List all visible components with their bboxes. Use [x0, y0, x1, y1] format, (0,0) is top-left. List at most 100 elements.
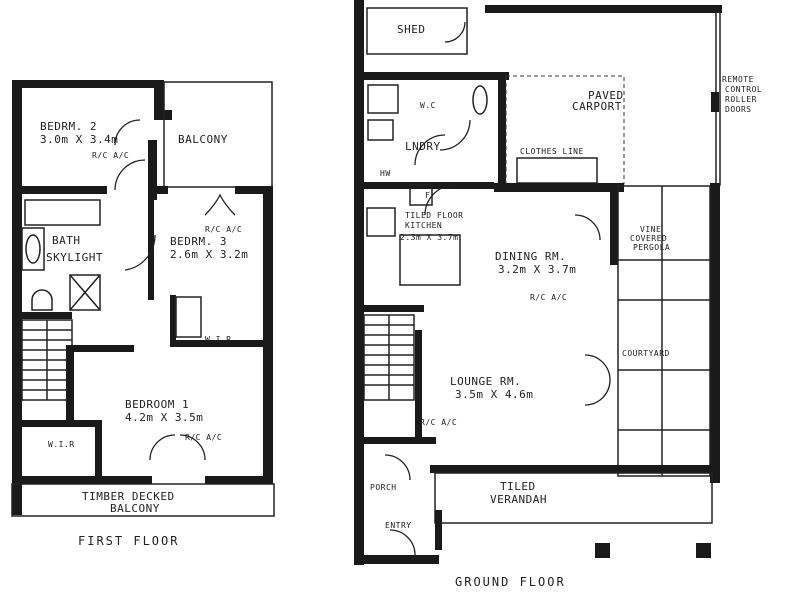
- lounge-size: 3.5m X 4.6m: [455, 388, 533, 401]
- remote-label-3: ROLLER: [725, 95, 757, 104]
- first-floor-title: FIRST FLOOR: [78, 534, 179, 548]
- first-floor-plan: BEDRM. 2 3.0m X 3.4m R/C A/C BALCONY BED…: [11, 80, 275, 548]
- dining-size: 3.2m X 3.7m: [498, 263, 576, 276]
- clothes-line: [516, 157, 598, 184]
- wall: [364, 72, 509, 80]
- entry-label: ENTRY: [385, 521, 412, 530]
- wall: [364, 555, 439, 564]
- bedroom3-ac: R/C A/C: [205, 225, 242, 234]
- wall: [205, 476, 273, 484]
- skylight-label: SKYLIGHT: [46, 251, 103, 264]
- verandah-label: TILED: [500, 480, 536, 493]
- wall: [66, 345, 74, 425]
- cupboard: [175, 296, 202, 338]
- wall: [494, 183, 624, 192]
- remote-label-2: CONTROL: [725, 85, 762, 94]
- wall: [12, 80, 22, 515]
- wall: [498, 72, 506, 187]
- kitchen-floor-label: TILED FLOOR: [405, 211, 463, 220]
- wall: [364, 437, 436, 444]
- wall: [235, 186, 272, 194]
- paved-label: PAVED: [588, 89, 624, 102]
- wall: [170, 340, 270, 347]
- bedroom1-label: BEDROOM 1: [125, 398, 189, 411]
- clothes-line-label: CLOTHES LINE: [520, 147, 584, 156]
- porch-label: PORCH: [370, 483, 397, 492]
- bedroom2-ac: R/C A/C: [92, 151, 129, 160]
- wall: [22, 312, 72, 319]
- dining-label: DINING RM.: [495, 250, 566, 263]
- wall: [154, 80, 164, 120]
- deck-label: TIMBER DECKED: [82, 490, 175, 503]
- ground-floor-plan: SHED W.C LNDRY HW F PAVED CARPORT CLOTHE…: [354, 0, 762, 589]
- bedroom3-size: 2.6m X 3.2m: [170, 248, 248, 261]
- carport-outline: [505, 75, 625, 185]
- kitchen-size: 2.3m X 3.7m: [400, 233, 458, 242]
- deck-outline: [11, 483, 275, 517]
- shed-outline: [366, 7, 468, 55]
- stove: [366, 207, 396, 237]
- ground-floor-title: GROUND FLOOR: [455, 575, 566, 589]
- wall: [485, 5, 722, 13]
- wall: [415, 330, 422, 440]
- wall: [12, 476, 152, 484]
- wall: [263, 186, 273, 481]
- wall: [148, 200, 154, 300]
- laundry-label: LNDRY: [405, 140, 441, 153]
- wall: [170, 295, 176, 345]
- wc-label: W.C: [420, 101, 436, 110]
- pergola-label-3: PERGOLA: [633, 243, 670, 252]
- wall: [22, 420, 102, 427]
- wall: [364, 305, 424, 312]
- deck-label-2: BALCONY: [110, 502, 160, 515]
- bath-label: BATH: [52, 234, 81, 247]
- wall: [12, 80, 164, 88]
- post: [696, 543, 711, 558]
- stair-treads: [364, 315, 414, 400]
- courtyard-grid: [617, 185, 711, 477]
- verandah-outline: [434, 472, 713, 524]
- wall: [710, 183, 720, 483]
- wall: [354, 0, 364, 565]
- kitchen-label: KITCHEN: [405, 221, 442, 230]
- roller-door: [711, 92, 719, 112]
- bedroom2-size: 3.0m X 3.4m: [40, 133, 118, 146]
- wir-upper-label: W.I.R: [205, 335, 232, 344]
- lounge-ac: R/C A/C: [420, 418, 457, 427]
- bathtub: [21, 227, 45, 271]
- door-swings: [384, 119, 611, 556]
- bedroom3-label: BEDRM. 3: [170, 235, 227, 248]
- wall: [610, 185, 618, 265]
- verandah-label-2: VERANDAH: [490, 493, 547, 506]
- door-swings: [114, 119, 236, 461]
- pergola-label: VINE: [640, 225, 661, 234]
- wir-lower-label: W.I.R: [48, 440, 75, 449]
- toilet: [31, 289, 53, 311]
- bench: [399, 234, 461, 286]
- basin: [25, 234, 41, 264]
- stair-treads: [22, 320, 72, 400]
- courtyard-label: COURTYARD: [622, 349, 670, 358]
- wall: [95, 420, 102, 478]
- trough: [367, 119, 394, 141]
- wall: [148, 140, 157, 200]
- bedroom2-label: BEDRM. 2: [40, 120, 97, 133]
- carport-label: CARPORT: [572, 100, 622, 113]
- fridge-label: F: [425, 191, 430, 200]
- wall: [430, 465, 712, 473]
- wall: [164, 110, 172, 120]
- wall: [148, 186, 168, 194]
- shower-cross: [69, 274, 101, 311]
- balcony-outline: [163, 81, 273, 188]
- pergola-label-2: COVERED: [630, 234, 667, 243]
- remote-label-4: DOORS: [725, 105, 752, 114]
- bedroom1-ac: R/C A/C: [185, 433, 222, 442]
- skylight-box: [24, 199, 101, 226]
- lounge-label: LOUNGE RM.: [450, 375, 521, 388]
- balcony-label: BALCONY: [178, 133, 228, 146]
- hw-label: HW: [380, 169, 391, 178]
- post: [595, 543, 610, 558]
- toilet: [472, 85, 488, 115]
- wall: [74, 345, 134, 352]
